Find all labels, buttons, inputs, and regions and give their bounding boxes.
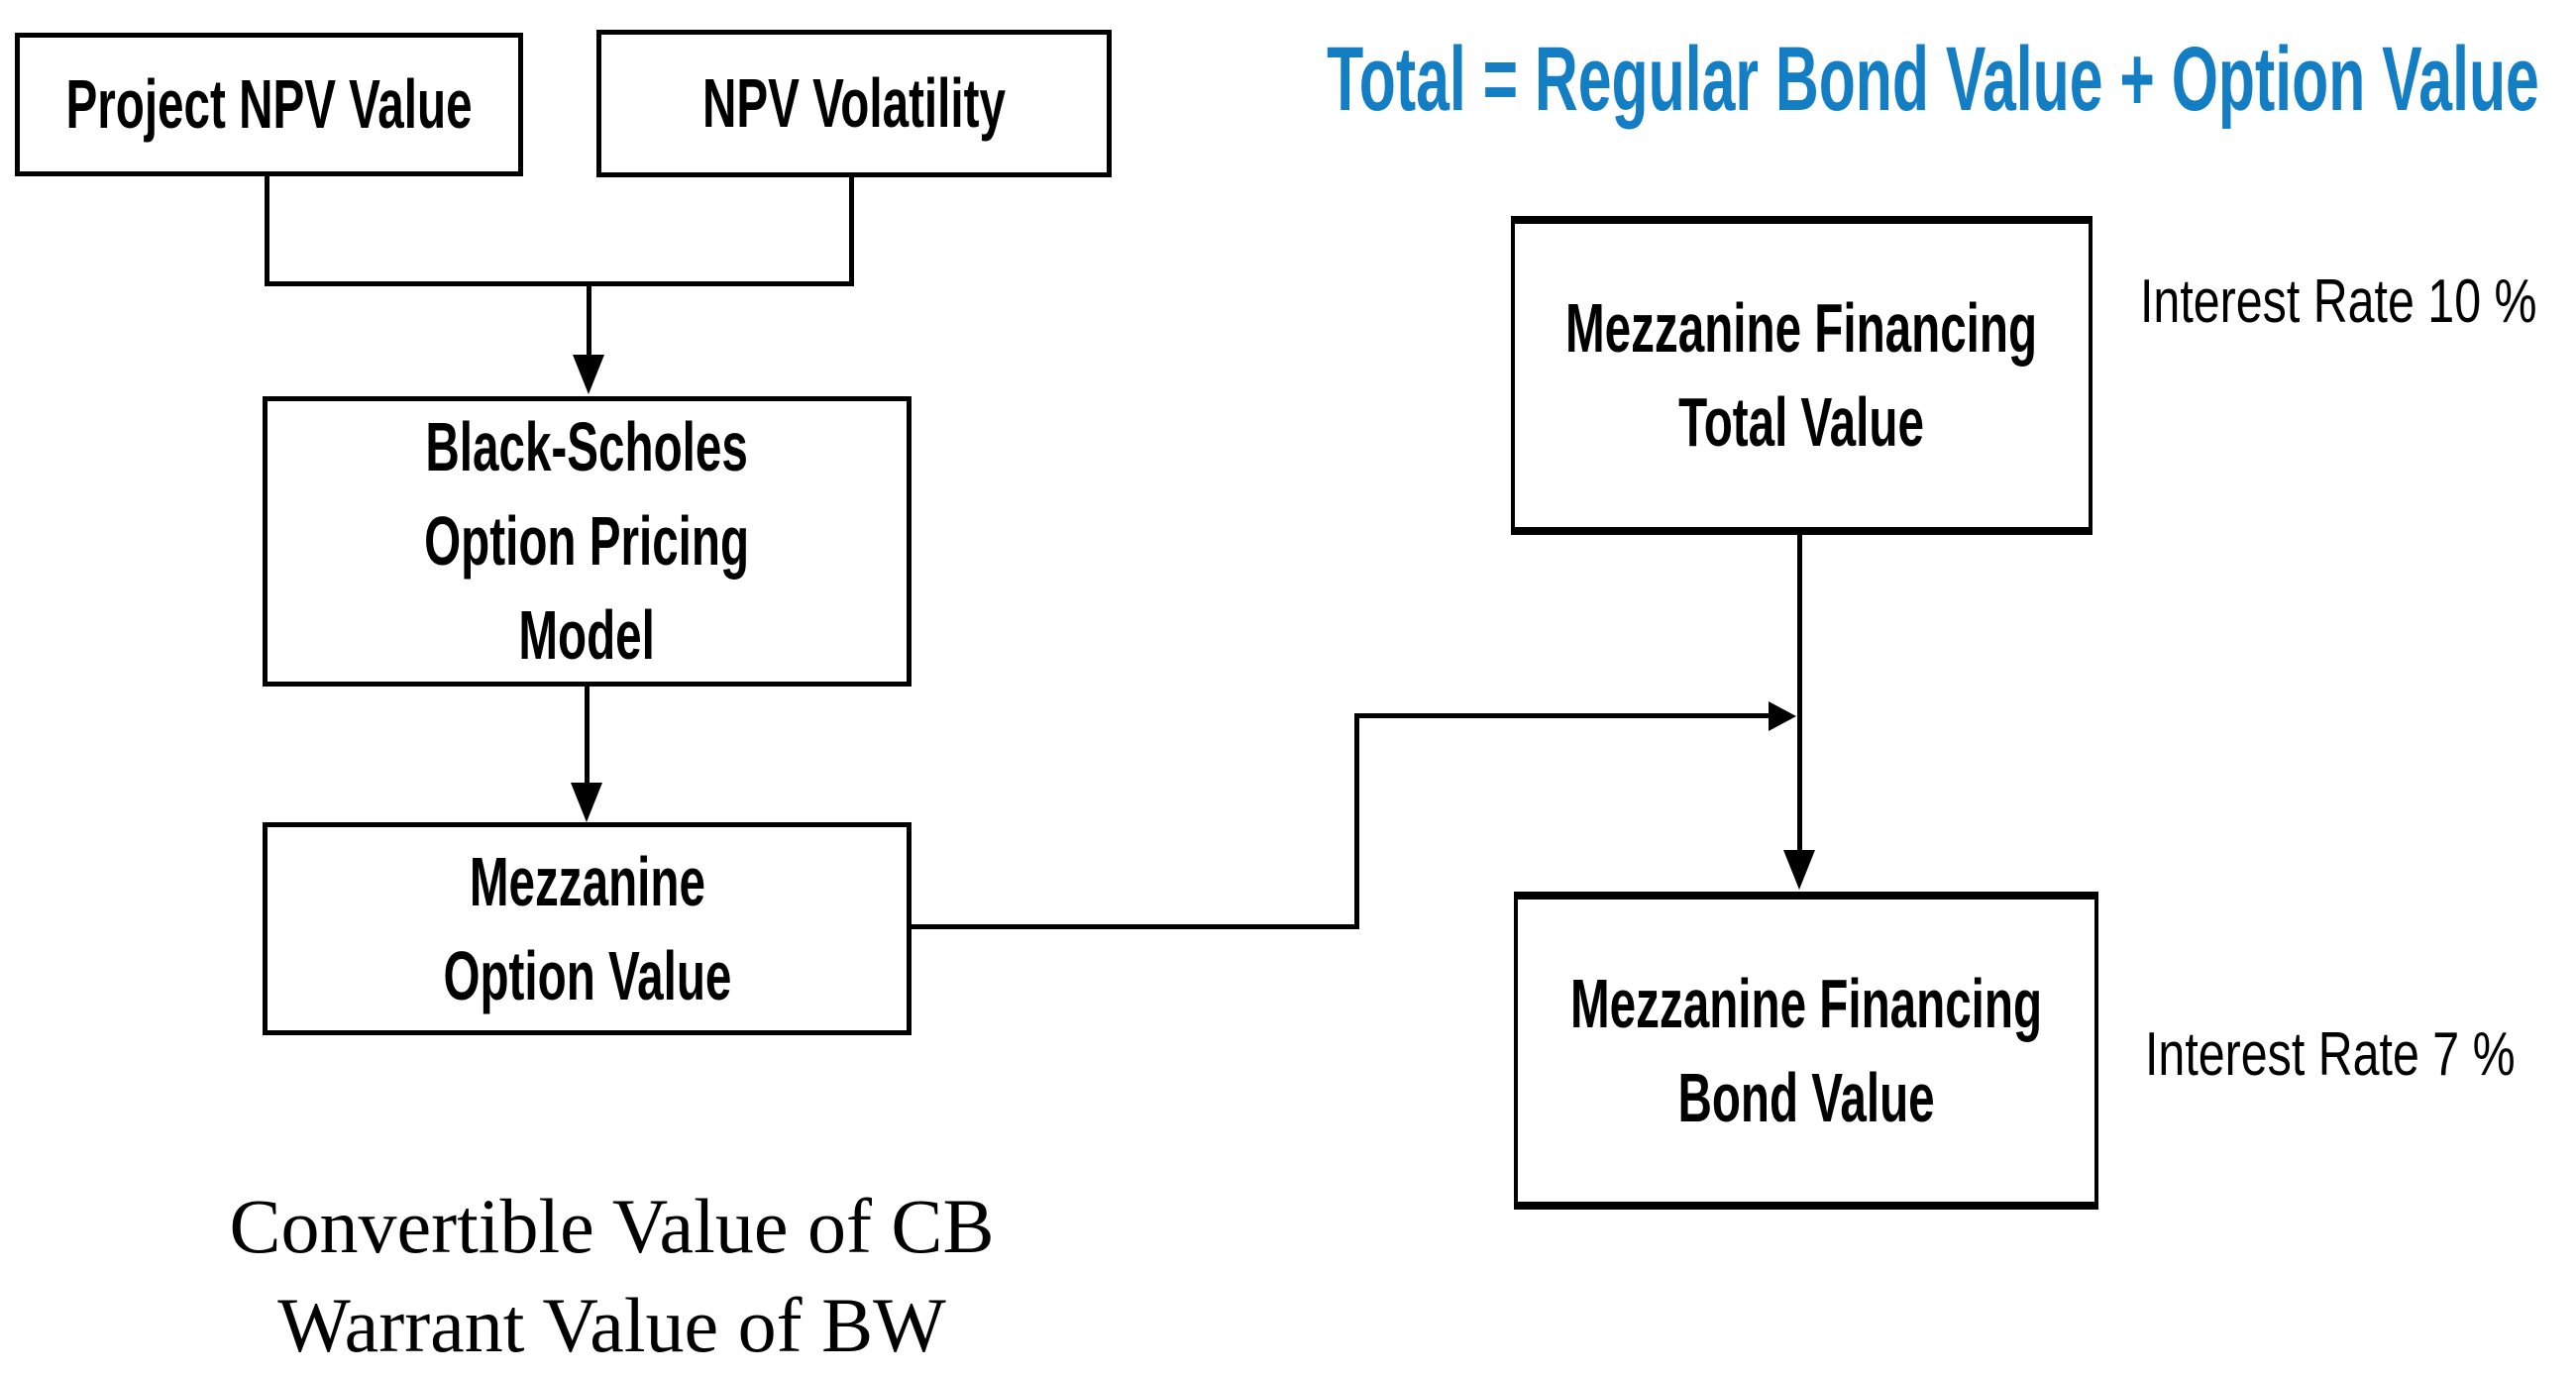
mezzanine-option-label-line-1: Mezzanine xyxy=(469,842,705,920)
project-npv-value-box: Project NPV Value xyxy=(15,33,523,176)
connector-bs-to-mezz-option xyxy=(585,687,590,786)
connector-option-out-horizontal xyxy=(907,924,1359,929)
convertible-value-note-line: Convertible Value of CB xyxy=(229,1183,995,1269)
arrowhead-into-black-scholes xyxy=(573,355,604,394)
interest-rate-7-label: Interest Rate 7 % xyxy=(2145,1020,2516,1089)
mezzanine-bond-label-line-2: Bond Value xyxy=(1677,1058,1935,1136)
mezzanine-total-label-line-2: Total Value xyxy=(1678,383,1925,461)
black-scholes-label-line-1: Black-Scholes xyxy=(425,408,749,485)
warrant-value-note-line: Warrant Value of BW xyxy=(277,1282,946,1368)
mezzanine-total-label-line-1: Mezzanine Financing xyxy=(1565,289,2038,367)
arrowhead-into-bond-value xyxy=(1783,850,1815,890)
mezzanine-option-label-line-2: Option Value xyxy=(443,936,731,1014)
black-scholes-model-box: Black-Scholes Option Pricing Model xyxy=(263,396,912,687)
connector-volatility-drop xyxy=(849,177,854,286)
npv-volatility-label: NPV Volatility xyxy=(702,56,1006,151)
mezzanine-financing-total-value-box: Mezzanine Financing Total Value xyxy=(1511,216,2093,535)
mezzanine-option-value-label: Mezzanine Option Value xyxy=(443,835,731,1023)
mezzanine-financing-bond-value-box: Mezzanine Financing Bond Value xyxy=(1514,892,2098,1210)
black-scholes-model-label: Black-Scholes Option Pricing Model xyxy=(425,400,750,683)
connector-project-drop xyxy=(265,176,269,286)
mezzanine-option-value-box: Mezzanine Option Value xyxy=(263,822,912,1035)
connector-into-black-scholes xyxy=(587,281,591,357)
black-scholes-label-line-2: Option Pricing xyxy=(424,502,750,580)
mezzanine-bond-label-line-1: Mezzanine Financing xyxy=(1569,964,2043,1042)
total-formula-title: Total = Regular Bond Value + Option Valu… xyxy=(1308,28,2558,130)
project-npv-value-label-line-1: Project NPV Value xyxy=(65,65,473,143)
mezzanine-financing-total-value-label: Mezzanine Financing Total Value xyxy=(1565,281,2037,470)
total-formula-text: Total = Regular Bond Value + Option Valu… xyxy=(1327,28,2539,130)
npv-volatility-box: NPV Volatility xyxy=(596,30,1112,177)
connector-option-to-junction xyxy=(1354,713,1771,718)
arrowhead-into-mezz-option xyxy=(571,783,602,822)
connector-fork-horizontal xyxy=(265,281,854,286)
mezzanine-financing-bond-value-label: Mezzanine Financing Bond Value xyxy=(1570,957,2042,1145)
arrowhead-into-junction xyxy=(1769,701,1796,731)
convertible-warrant-note: Convertible Value of CB Warrant Value of… xyxy=(129,1177,1095,1375)
connector-total-to-bond xyxy=(1797,533,1802,852)
black-scholes-label-line-3: Model xyxy=(518,596,656,674)
npv-volatility-label-line-1: NPV Volatility xyxy=(702,64,1006,142)
project-npv-value-label: Project NPV Value xyxy=(65,57,472,152)
connector-option-up-vertical xyxy=(1354,713,1359,929)
interest-rate-10-label: Interest Rate 10 % xyxy=(2140,267,2537,336)
